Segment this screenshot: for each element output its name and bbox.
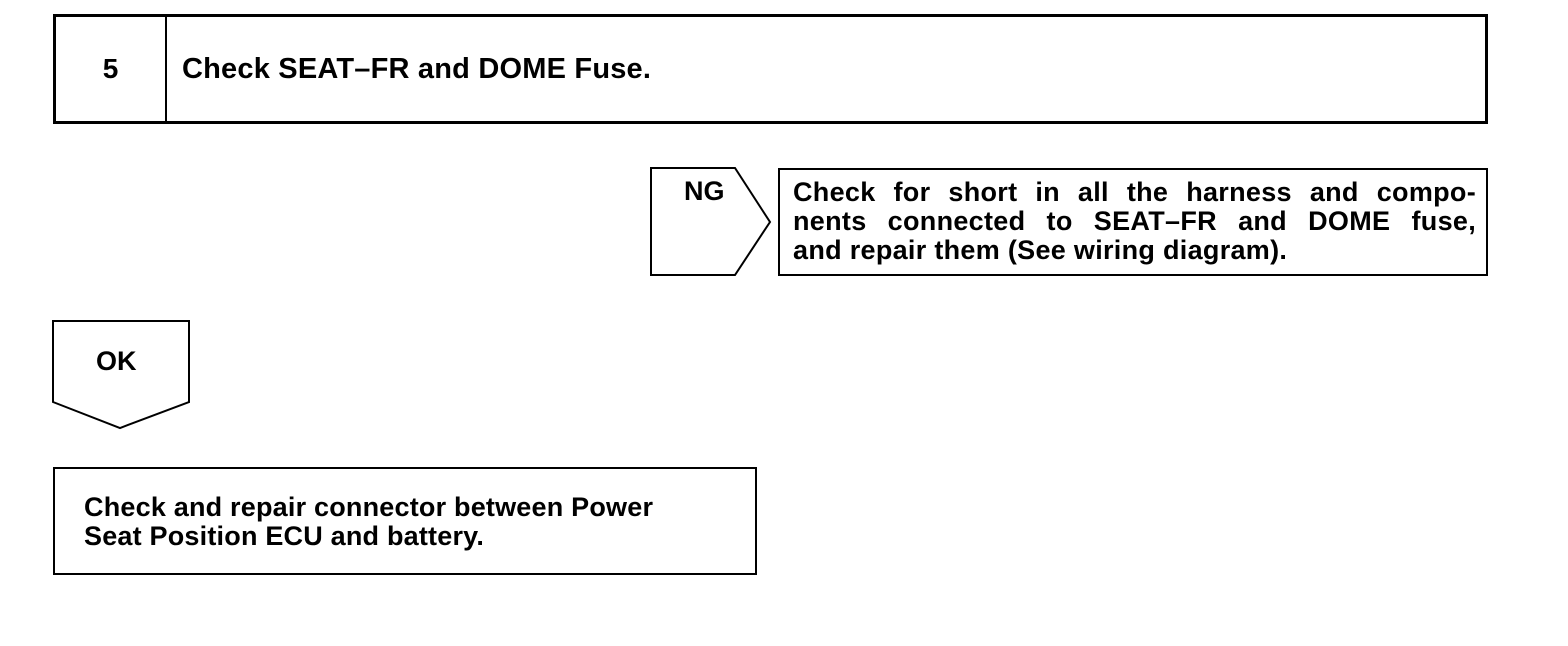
- ng-arrow-shape: [650, 167, 772, 276]
- step-header: 5 Check SEAT–FR and DOME Fuse.: [53, 14, 1488, 124]
- ok-action-line: Seat Position ECU and battery.: [84, 521, 485, 551]
- step-title: Check SEAT–FR and DOME Fuse.: [182, 52, 652, 85]
- ok-label: OK: [96, 346, 137, 376]
- ng-action-line: nents connected to SEAT–FR and DOME fuse…: [793, 206, 1476, 236]
- ok-arrow-shape: [52, 320, 190, 430]
- ng-label: NG: [684, 176, 725, 206]
- ok-action-box: Check and repair connector between Power…: [53, 467, 757, 575]
- ng-action-line: and repair them (See wiring diagram).: [793, 235, 1288, 265]
- ok-action-line: Check and repair connector between Power: [84, 492, 654, 522]
- ng-action-line: Check for short in all the harness and c…: [793, 177, 1476, 207]
- ng-action-box: Check for short in all the harness and c…: [778, 168, 1488, 276]
- step-number: 5: [56, 17, 167, 121]
